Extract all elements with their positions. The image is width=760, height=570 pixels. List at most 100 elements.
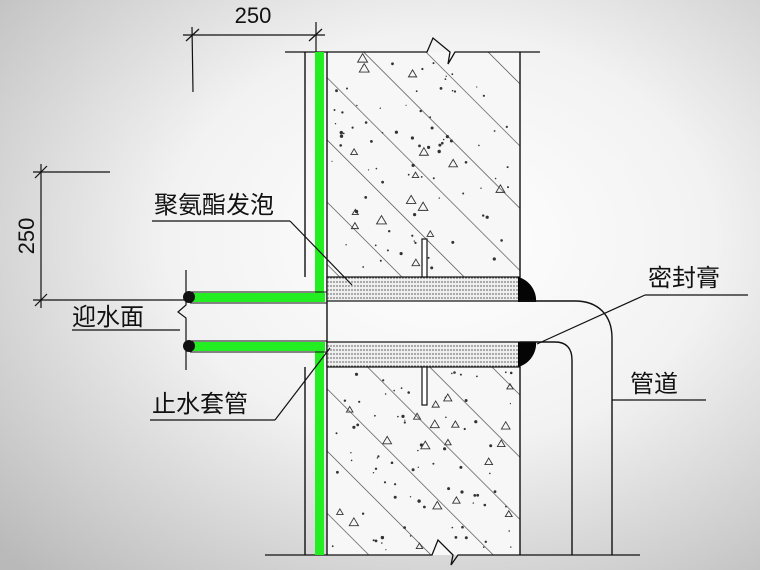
aggregate-stone <box>450 420 460 428</box>
aggregate-dot <box>411 163 415 167</box>
aggregate-dot <box>451 526 454 529</box>
aggregate-dot <box>362 65 364 67</box>
aggregate-dot <box>391 62 394 66</box>
wall-upper-block <box>327 52 520 277</box>
aggregate-stone <box>417 201 429 211</box>
aggregate-dot <box>419 443 423 447</box>
aggregate-dot <box>509 403 511 405</box>
aggregate-dot <box>464 161 468 164</box>
aggregate-dot <box>506 166 509 169</box>
aggregate-dot <box>374 539 378 543</box>
label-pipe: 管道 <box>630 370 678 398</box>
pipe <box>520 300 613 555</box>
aggregate-dot <box>384 393 387 395</box>
aggregate-dot <box>372 472 375 474</box>
aggregate-dot <box>443 447 447 451</box>
aggregate-dot <box>476 493 480 497</box>
aggregate-dot <box>364 121 368 124</box>
aggregate-dot <box>417 449 419 452</box>
aggregate-dot <box>379 259 382 262</box>
aggregate-dot <box>417 466 419 468</box>
aggregate-dot <box>411 468 415 472</box>
aggregate-dot <box>444 396 447 399</box>
aggregate-dot <box>476 86 478 88</box>
aggregate-stone <box>407 68 418 78</box>
aggregate-dot <box>397 415 399 418</box>
aggregate-dot <box>351 126 354 129</box>
aggregate-stone <box>500 420 511 430</box>
dimension-vertical <box>33 164 188 308</box>
label-foam: 聚氨酯发泡 <box>154 191 274 219</box>
aggregate-dot <box>333 109 336 111</box>
aggregate-dot <box>451 73 454 76</box>
aggregate-dot <box>504 371 507 374</box>
aggregate-stone <box>429 419 441 429</box>
aggregate-dot <box>410 136 414 140</box>
aggregate-dot <box>336 470 339 474</box>
aggregate-stone <box>335 508 344 515</box>
aggregate-dot <box>390 461 394 465</box>
sealant <box>518 277 537 367</box>
aggregate-stone <box>496 439 506 447</box>
aggregate-dot <box>346 87 348 90</box>
top-break-line <box>285 36 540 65</box>
aggregate-stone <box>506 382 514 390</box>
aggregate-dot <box>453 90 457 93</box>
aggregate-stone <box>432 500 443 510</box>
aggregate-dot <box>442 138 445 141</box>
aggregate-dot <box>407 173 410 176</box>
aggregate-dot <box>380 535 385 540</box>
aggregate-dot <box>420 176 423 178</box>
aggregate-dot <box>334 123 337 125</box>
aggregate-dot <box>430 266 434 270</box>
aggregate-dot <box>356 104 358 107</box>
aggregate-dot <box>464 399 468 402</box>
aggregate-dot <box>382 379 385 382</box>
aggregate-dot <box>362 266 365 268</box>
aggregate-dot <box>400 387 403 389</box>
aggregate-dot <box>377 455 380 458</box>
aggregate-dot <box>437 149 441 154</box>
aggregate-dot <box>374 244 377 247</box>
aggregate-dot <box>342 132 345 135</box>
aggregate-stone <box>411 258 421 267</box>
aggregate-dot <box>489 444 493 448</box>
aggregate-stone <box>348 516 360 527</box>
aggregate-dot <box>381 180 384 184</box>
aggregate-dot <box>507 186 509 189</box>
aggregate-dot <box>399 252 403 256</box>
label-upstream-face: 迎水面 <box>72 303 144 331</box>
aggregate-stone <box>426 229 435 237</box>
aggregate-dot <box>485 215 489 219</box>
aggregate-dot <box>459 465 463 469</box>
aggregate-dot <box>394 130 398 134</box>
aggregate-dot <box>432 177 435 180</box>
aggregate-dot <box>474 420 478 424</box>
label-sealant: 密封膏 <box>648 264 720 292</box>
label-sleeve: 止水套管 <box>152 390 248 418</box>
dimension-horizontal-value: 250 <box>235 3 272 28</box>
aggregate-dot <box>361 512 365 515</box>
aggregate-dot <box>451 240 455 244</box>
aggregate-dot <box>350 459 353 462</box>
aggregate-dot <box>482 94 485 97</box>
aggregate-dot <box>510 546 512 548</box>
aggregate-dot <box>494 177 497 180</box>
aggregate-stone <box>358 62 370 73</box>
aggregate-dot <box>476 375 478 378</box>
aggregate-dot <box>473 494 477 497</box>
aggregate-stone <box>431 400 441 408</box>
aggregate-dot <box>350 452 352 454</box>
aggregate-dot <box>484 540 487 543</box>
aggregate-dot <box>508 530 511 532</box>
water-stop-sleeve <box>326 276 525 368</box>
aggregate-dot <box>372 539 375 542</box>
aggregate-dot <box>339 134 344 138</box>
aggregate-dot <box>478 144 480 147</box>
aggregate-dot <box>421 67 424 71</box>
aggregate-dot <box>482 214 485 217</box>
aggregate-dot <box>381 542 383 544</box>
aggregate-dot <box>505 125 508 128</box>
aggregate-stone <box>415 542 424 550</box>
aggregate-dot <box>472 502 474 504</box>
